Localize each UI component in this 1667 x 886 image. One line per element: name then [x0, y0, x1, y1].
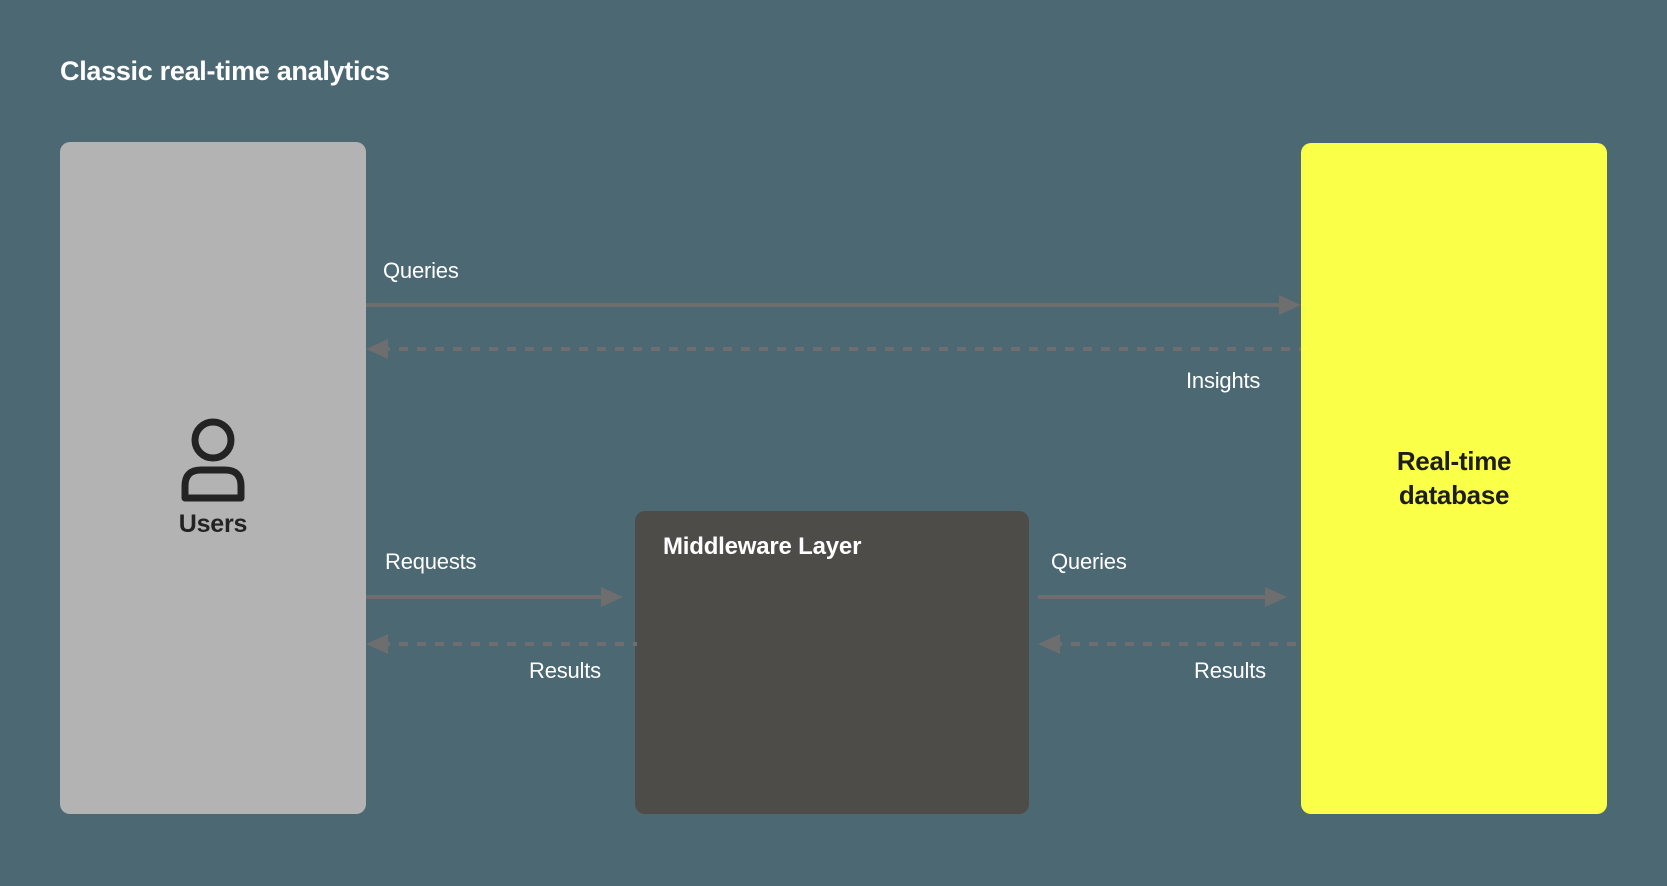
node-users-label: Users	[178, 509, 248, 538]
arrow-insights	[366, 339, 1301, 359]
arrow-results-left	[366, 634, 637, 654]
node-database[interactable]: Real-time database	[1301, 143, 1607, 814]
flow-label-results-left: Results	[529, 658, 601, 683]
node-middleware-label: Middleware Layer	[663, 533, 862, 560]
flow-label-requests: Requests	[385, 549, 477, 574]
arrow-queries-mid	[1038, 587, 1287, 607]
user-icon	[181, 418, 245, 501]
flow-label-insights: Insights	[1186, 368, 1261, 393]
flow-label-queries-mid: Queries	[1051, 549, 1127, 574]
node-database-label: Real-time database	[1396, 446, 1512, 510]
page-title: Classic real-time analytics	[60, 56, 390, 86]
flow-label-queries-top: Queries	[383, 258, 459, 283]
arrow-queries-top	[366, 295, 1301, 315]
flow-label-results-right: Results	[1194, 658, 1266, 683]
node-middleware[interactable]: Middleware Layer	[635, 511, 1029, 814]
arrow-requests	[366, 587, 623, 607]
node-users[interactable]: Users	[60, 142, 366, 814]
arrow-results-right	[1038, 634, 1301, 654]
